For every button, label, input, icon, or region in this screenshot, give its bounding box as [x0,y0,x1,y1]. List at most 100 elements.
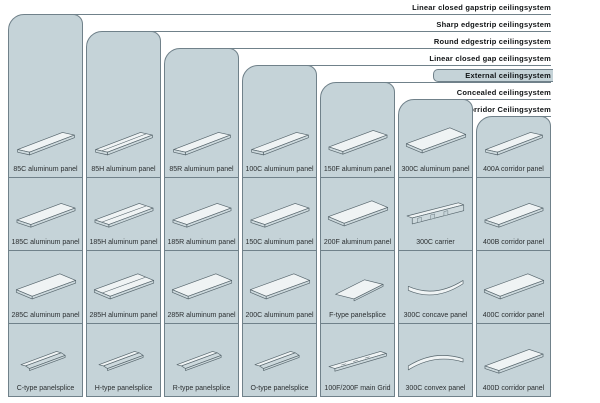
system-column: 85R aluminum panel 185R aluminum panel 285… [164,48,239,397]
header-underline [303,65,551,66]
panel-wide-icon [171,273,232,300]
product-cell: 85C aluminum panel [9,15,82,177]
panel-medium-icon [172,203,231,228]
panel-narrow-icon [16,132,75,156]
panel-medium-icon [16,203,75,228]
system-column: 300C aluminum panel 300C carrier 300C conc… [398,99,473,397]
product-label: 400C corridor panel [482,312,545,319]
product-cell: F-type panelsplice [321,250,394,323]
system-header: Corridor Ceilingsystem [463,105,551,114]
product-cell: C-type panelsplice [9,323,82,396]
product-label: C-type panelsplice [16,385,75,392]
product-label: 400B corridor panel [482,239,545,246]
splice-strip-icon [254,351,299,371]
main-grid-icon [328,351,387,372]
product-label: F-type panelsplice [329,312,386,319]
flat-sheet-icon [334,279,383,302]
product-cell: 400B corridor panel [477,177,550,250]
product-label: O-type panelsplice [250,385,309,392]
product-cell: 185H aluminum panel [87,177,160,250]
system-column: 100C aluminum panel 150C aluminum panel 20… [242,65,317,397]
product-label: 100C aluminum panel [245,166,314,173]
product-cell: 300C convex panel [399,323,472,396]
product-cell: 200F aluminum panel [321,177,394,250]
panel-medium-icon [484,203,543,228]
convex-panel-icon [407,355,463,371]
product-cell: 300C concave panel [399,250,472,323]
splice-strip-icon [98,351,143,371]
splice-strip-icon [176,351,221,371]
product-cell: O-type panelsplice [243,323,316,396]
header-highlight [433,69,553,82]
product-cell: H-type panelsplice [87,323,160,396]
product-cell: 150C aluminum panel [243,177,316,250]
product-label: H-type panelsplice [94,385,153,392]
product-label: 85H aluminum panel [91,166,156,173]
panel-medium-icon [250,203,309,228]
product-label: 85C aluminum panel [13,166,78,173]
product-label: 100F/200F main Grid [324,385,391,392]
product-cell: 300C aluminum panel [399,100,472,177]
product-label: 400D corridor panel [482,385,545,392]
panel-grooved-narrow-icon [91,122,157,164]
product-cell: 300C carrier [399,177,472,250]
product-cell: 100F/200F main Grid [321,323,394,396]
header-underline [459,99,551,100]
system-header: External ceilingsystem [465,71,551,80]
panel-wide-icon [327,200,388,227]
header-underline [69,14,551,15]
panel-grooved-medium-icon [91,195,157,237]
panel-wide-icon [405,127,466,154]
system-column: 85H aluminum panel 185H aluminum panel 285… [86,31,161,397]
product-cell: 185R aluminum panel [165,177,238,250]
system-header: Round edgestrip ceilingsystem [433,37,551,46]
header-underline [147,31,551,32]
product-label: 185R aluminum panel [167,239,236,246]
product-label: 200F aluminum panel [323,239,392,246]
product-cell: 285C aluminum panel [9,250,82,323]
panel-wide-icon [249,273,310,300]
product-cell: 100C aluminum panel [243,66,316,177]
product-label: 150C aluminum panel [245,239,314,246]
panel-wide-icon [15,273,76,300]
panel-wide-icon [483,273,544,300]
panel-medium-icon [484,349,543,374]
product-label: 285C aluminum panel [11,312,80,319]
carrier-icon [406,202,464,225]
product-label: 300C carrier [416,239,455,246]
product-cell: R-type panelsplice [165,323,238,396]
product-cell: 285R aluminum panel [165,250,238,323]
system-header: Linear closed gap ceilingsystem [429,54,551,63]
product-label: 300C aluminum panel [401,166,470,173]
system-column: 400A corridor panel 400B corridor panel 40… [476,116,551,397]
header-underline [225,48,551,49]
product-cell: 185C aluminum panel [9,177,82,250]
product-cell: 200C aluminum panel [243,250,316,323]
product-cell: 150F aluminum panel [321,83,394,177]
product-label: 85R aluminum panel [169,166,234,173]
system-header: Sharp edgestrip ceilingsystem [436,20,551,29]
product-cell: 85R aluminum panel [165,49,238,177]
product-cell: 285H aluminum panel [87,250,160,323]
panel-narrow-icon [250,132,309,156]
product-label: 285H aluminum panel [89,312,158,319]
product-cell: 400C corridor panel [477,250,550,323]
panel-narrow-icon [172,132,231,156]
concave-panel-icon [407,280,463,296]
header-underline [381,82,551,83]
product-label: 150F aluminum panel [323,166,392,173]
product-cell: 400A corridor panel [477,117,550,177]
system-header: Linear closed gapstrip ceilingsystem [412,3,551,12]
splice-strip-icon [20,351,65,371]
product-cell: 85H aluminum panel [87,32,160,177]
panel-narrow-icon [484,132,543,156]
panel-medium-icon [328,130,387,155]
product-label: 185H aluminum panel [89,239,158,246]
panel-grooved-wide-icon [91,268,157,310]
product-label: R-type panelsplice [172,385,231,392]
product-label: 300C concave panel [403,312,468,319]
system-header: Concealed ceilingsystem [456,88,551,97]
product-label: 200C aluminum panel [245,312,314,319]
